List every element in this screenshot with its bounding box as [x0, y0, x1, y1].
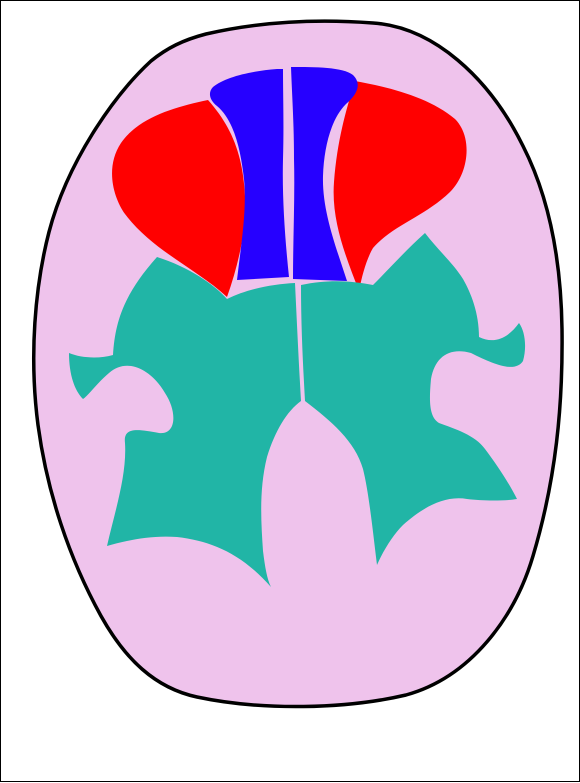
image-frame: [0, 0, 580, 782]
diagram-canvas: [1, 1, 580, 783]
